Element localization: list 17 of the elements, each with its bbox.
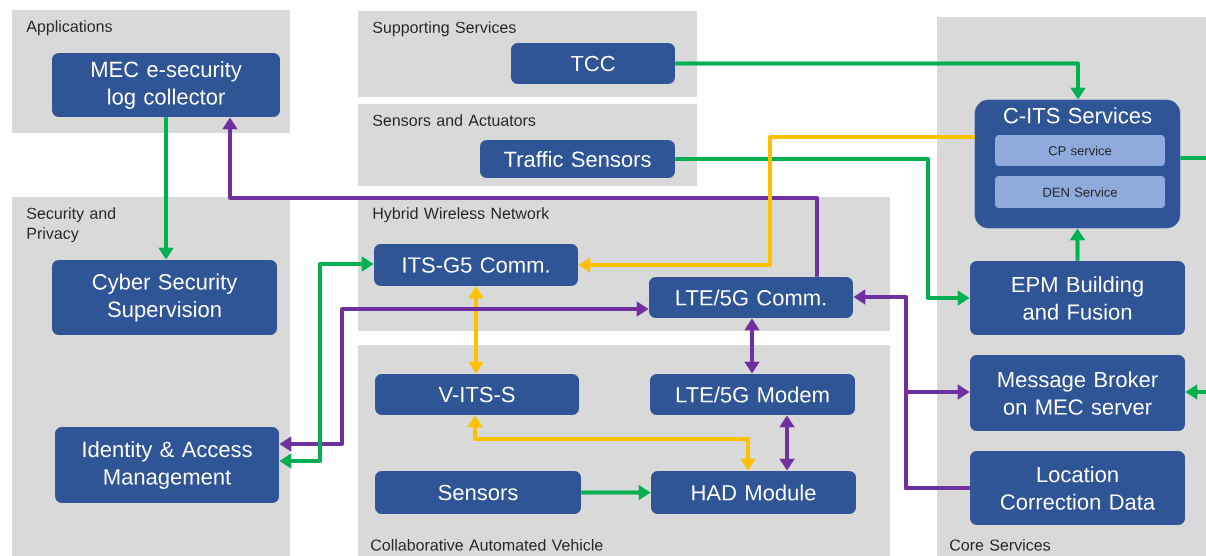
component-box: HAD Module xyxy=(651,471,856,514)
component-box: Cyber Security Supervision xyxy=(52,260,277,335)
component-box: ITS-G5 Comm. xyxy=(374,244,578,286)
component-box: Sensors xyxy=(375,471,581,514)
component-box: Identity & Access Management xyxy=(55,427,279,503)
component-box: EPM Building and Fusion xyxy=(970,261,1185,335)
component-box: TCC xyxy=(511,43,675,84)
service-box: DEN Service xyxy=(995,176,1165,208)
component-box: Traffic Sensors xyxy=(480,140,675,178)
arrow xyxy=(904,384,970,490)
component-box: Message Broker on MEC server xyxy=(970,355,1185,431)
component-box: V-ITS-S xyxy=(375,374,579,415)
component-box: Location Correction Data xyxy=(970,451,1185,525)
service-box: CP service xyxy=(995,135,1165,166)
component-box: LTE/5G Modem xyxy=(650,374,855,415)
component-box: LTE/5G Comm. xyxy=(649,277,853,318)
component-box: MEC e-security log collector xyxy=(52,53,280,117)
